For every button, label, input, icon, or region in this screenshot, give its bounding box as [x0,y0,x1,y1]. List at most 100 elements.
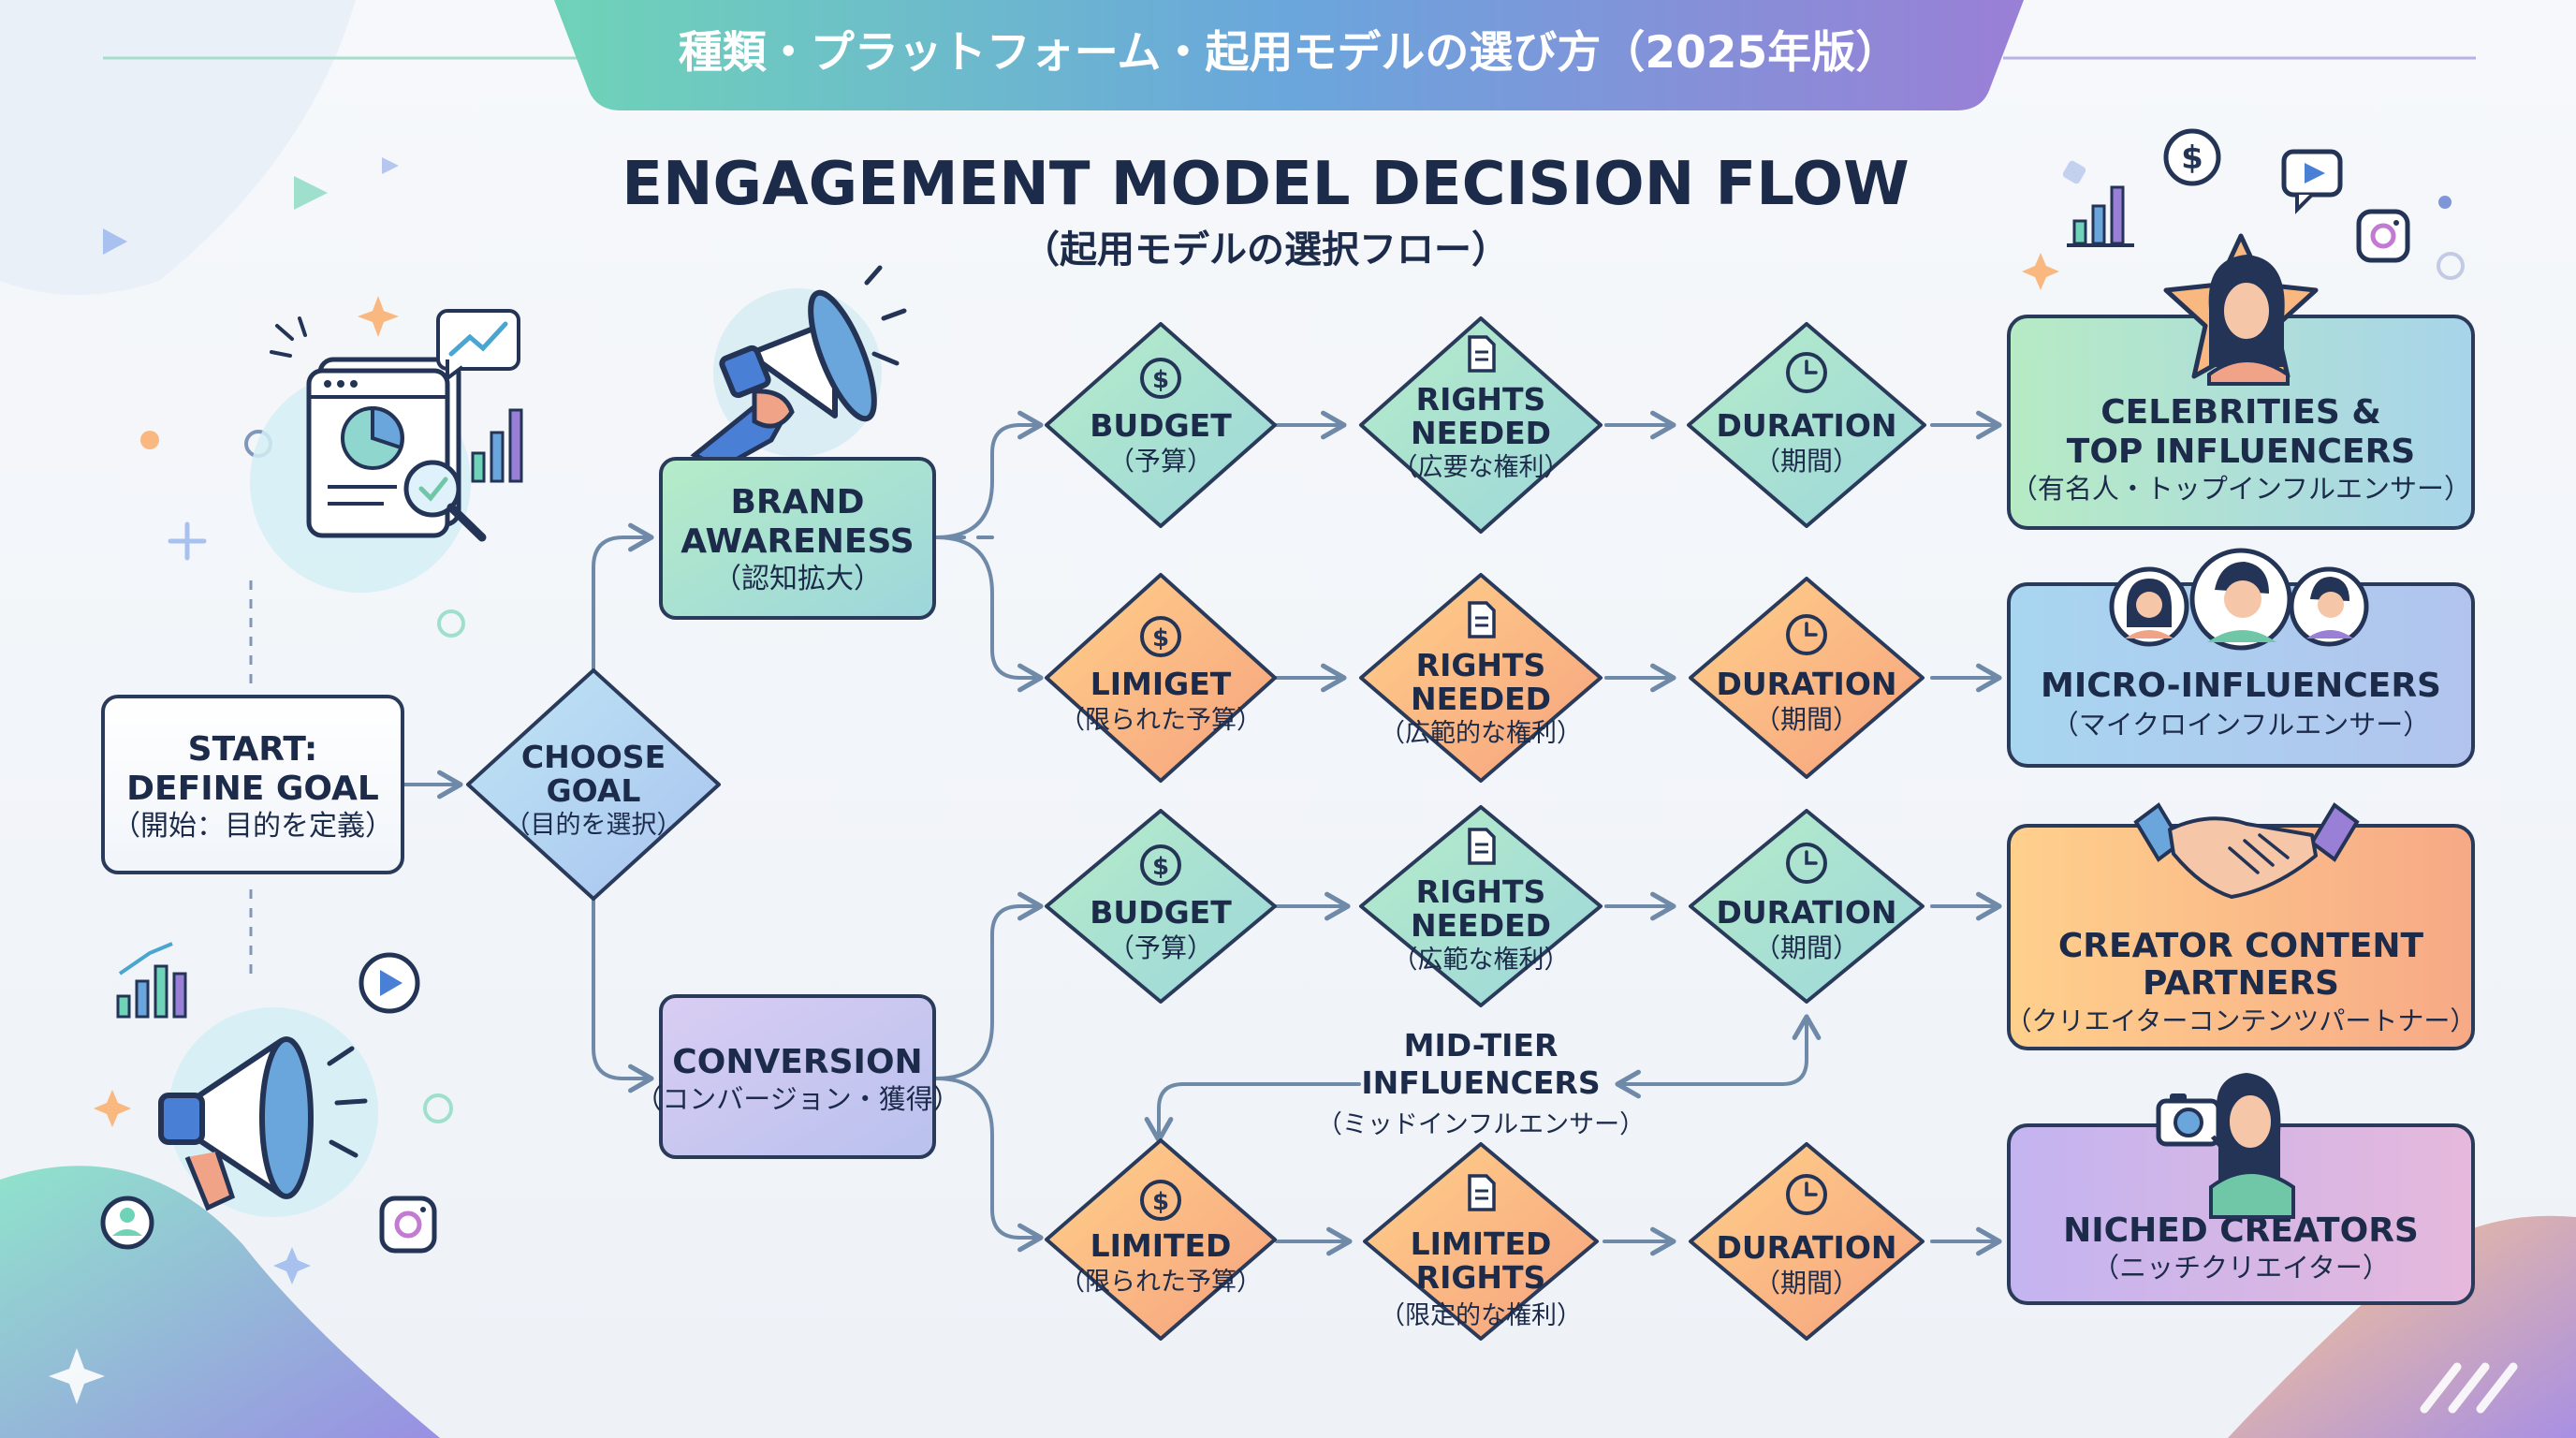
outcome3-sub: （クリエイターコンテンツパートナー） [2006,1005,2477,1036]
row2-duration-decision: DURATION （期間） [1689,577,1925,779]
start-node: START: DEFINE GOAL （開始：目的を定義） [101,695,404,874]
outcome2-line1: MICRO-INFLUENCERS [2041,667,2441,705]
dollar-icon: $ [1140,616,1181,657]
handshake-icon [2133,802,2360,899]
row2-budget-line1: LIMIGET [1090,666,1232,702]
banner-text: 種類・プラットフォーム・起用モデルの選び方（2025年版） [679,27,1899,79]
row1-rights-sub: （広要な権利） [1393,453,1570,482]
clock-icon [1786,1174,1827,1215]
page-title: ENGAGEMENT MODEL DECISION FLOW [622,150,1910,219]
document-icon [1468,335,1496,373]
row2-rights-decision: RIGHTS NEEDED （広範的な権利） [1359,573,1603,783]
row4-budget-line1: LIMITED [1090,1227,1232,1264]
header-banner [554,0,2024,110]
svg-text:$: $ [1152,853,1169,881]
choose-sub: （目的を選択） [505,811,682,840]
start-line2: DEFINE GOAL [126,770,379,808]
row2-duration-line1: DURATION [1716,666,1896,702]
brand-awareness-node: BRAND AWARENESS （認知拡大） [659,457,936,620]
midtier-line2: INFLUENCERS [1361,1064,1600,1101]
row2-rights-sub: （広範的な権利） [1380,719,1582,748]
row1-duration-decision: DURATION （期間） [1687,322,1926,528]
outcome1-line1: CELEBRITIES & [2100,393,2381,432]
outcome1-line2: TOP INFLUENCERS [2067,433,2415,471]
choose-line2: GOAL [547,772,641,809]
awareness-sub: （認知拡大） [713,563,882,595]
row3-duration-line1: DURATION [1716,894,1896,931]
outcome-creator-partners: CREATOR CONTENT PARTNERS （クリエイターコンテンツパート… [2006,824,2477,1050]
avatar [2189,548,2292,651]
row3-rights-line2: NEEDED [1411,907,1551,944]
mid-tier-label: MID-TIER INFLUENCERS （ミッドインフルエンサー） [1317,1027,1645,1139]
row2-duration-sub: （期間） [1754,704,1859,735]
outcome2-sub: （マイクロインフルエンサー） [2052,709,2431,741]
row3-budget-sub: （予算） [1108,932,1213,963]
row4-rights-decision: LIMITED RIGHTS （限定的な権利） [1363,1142,1599,1341]
conversion-sub: （コンバージョン・獲得） [635,1083,959,1115]
svg-text:$: $ [1152,1188,1169,1216]
start-line1: START: [188,730,318,769]
row4-duration-decision: DURATION （期間） [1689,1142,1925,1341]
awareness-line2: AWARENESS [681,522,914,561]
chart-icon [471,408,523,483]
outcome3-line2: PARTNERS [2143,964,2339,1003]
row2-budget-decision: $ LIMIGET （限られた予算） [1045,573,1277,783]
instagram-icon [379,1196,437,1254]
brand-megaphone-illustration [690,265,907,471]
row3-rights-line1: RIGHTS [1416,873,1546,910]
dollar-icon: $ [2163,128,2221,186]
svg-text:$: $ [1152,624,1169,653]
celebrity-illustration [2163,233,2319,386]
camera-icon [2156,1093,2221,1147]
row3-budget-line1: BUDGET [1090,894,1232,931]
instagram-icon [2356,209,2410,263]
row4-rights-line1: LIMITED [1411,1225,1552,1262]
document-icon [1468,1174,1496,1211]
clock-icon [1786,614,1827,655]
row1-rights-line1: RIGHTS [1416,381,1546,418]
row3-rights-sub: （広範な権利） [1393,946,1570,975]
document-icon [1468,828,1496,865]
row2-rights-line2: NEEDED [1411,681,1551,717]
dollar-icon: $ [1140,358,1181,399]
avatar [2109,566,2189,647]
row2-rights-line1: RIGHTS [1416,647,1546,683]
row1-budget-line1: BUDGET [1090,407,1232,444]
play-icon [2281,149,2343,214]
row1-rights-decision: RIGHTS NEEDED （広要な権利） [1359,316,1603,534]
conversion-node: CONVERSION （コンバージョン・獲得） [635,994,960,1159]
chart-icon [116,942,187,1019]
user-icon [100,1196,154,1250]
midtier-line1: MID-TIER [1404,1027,1559,1064]
row3-budget-decision: $ BUDGET （予算） [1045,809,1277,1004]
conversion-line1: CONVERSION [672,1043,922,1081]
row3-rights-decision: RIGHTS NEEDED （広範な権利） [1359,805,1603,1007]
dollar-icon: $ [1140,1180,1181,1221]
document-icon [1468,601,1496,638]
choose-line1: CHOOSE [521,739,666,775]
row4-budget-decision: $ LIMITED （限られた予算） [1045,1138,1277,1341]
row4-rights-line2: RIGHTS [1416,1259,1546,1296]
chart-icon [2067,185,2134,247]
outcome3-line1: CREATOR CONTENT [2058,927,2424,965]
choose-goal-decision: CHOOSE GOAL （目的を選択） [466,668,721,901]
outcome4-sub: （ニッチクリエイター） [2092,1252,2390,1284]
awareness-line1: BRAND [730,483,864,521]
megaphone-icon [690,289,877,471]
avatar [2289,566,2369,647]
page-subtitle: （起用モデルの選択フロー） [1022,228,1509,271]
row1-budget-sub: （予算） [1108,446,1213,477]
row4-duration-sub: （期間） [1754,1268,1859,1299]
row3-duration-sub: （期間） [1754,932,1859,963]
start-sub: （開始：目的を定義） [112,810,393,843]
micro-avatars-illustration [2109,548,2369,651]
midtier-sub: （ミッドインフルエンサー） [1317,1110,1645,1139]
play-icon [359,952,420,1014]
creator-illustration [2156,1073,2295,1219]
outcome1-sub: （有名人・トップインフルエンサー） [2011,473,2471,505]
flow-connectors [402,410,2002,1256]
svg-text:$: $ [1152,366,1169,394]
outcome-celebrities: CELEBRITIES & TOP INFLUENCERS （有名人・トップイン… [2007,315,2475,530]
svg-text:$: $ [2181,139,2203,177]
